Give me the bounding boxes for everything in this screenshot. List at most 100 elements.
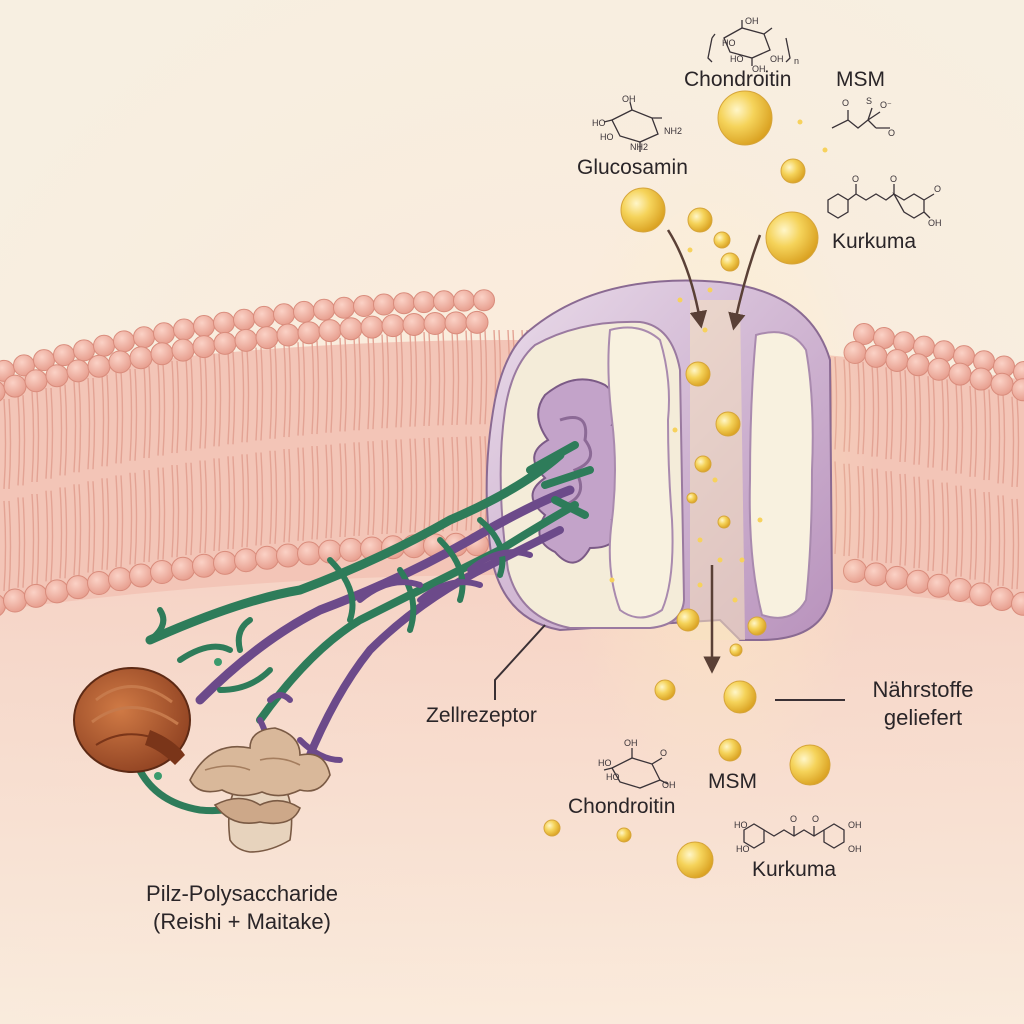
chem-ho: HO (722, 38, 736, 48)
nutrient-sparkle (822, 147, 828, 153)
lipid-head (927, 357, 951, 381)
label-naehrstoffe-geliefert: Nährstoffe geliefert (848, 676, 998, 732)
lipid-head (360, 315, 384, 339)
leader-lines (494, 624, 845, 701)
lipid-head (353, 295, 375, 318)
chem-o: O (842, 98, 849, 108)
lipid-head (45, 364, 69, 388)
lipid-head (293, 300, 315, 323)
lipid-head (1013, 361, 1024, 383)
chem-oh: OH (848, 844, 862, 854)
chem-nh2: NH2 (664, 126, 682, 136)
chem-oh: OH (848, 820, 862, 830)
label-msm-top: MSM (836, 68, 885, 91)
chem-s: S (866, 96, 872, 106)
chem-oh: OH (624, 738, 638, 748)
lipid-head (3, 588, 27, 613)
lipid-head (45, 579, 69, 604)
label-chondroitin-top: Chondroitin (684, 68, 792, 91)
lipid-head (276, 323, 300, 347)
chem-n: n (794, 56, 799, 66)
chem-o: O (852, 174, 859, 184)
label-msm-bottom: MSM (708, 770, 757, 793)
lipid-head (423, 312, 447, 336)
nutrient-sparkle (797, 119, 803, 125)
lipid-head (927, 573, 951, 598)
nutrient-sparkle (687, 247, 693, 253)
arrow-down-icon (666, 229, 708, 329)
nutrient-particle-icon (543, 819, 561, 837)
label-pilz-line2: (Reishi + Maitake) (153, 909, 331, 934)
lipid-head (93, 334, 115, 357)
nutrient-particle-icon (718, 738, 742, 762)
lipid-head (381, 314, 405, 338)
lipid-head (1011, 591, 1024, 616)
lipid-head (413, 291, 435, 314)
lipid-head (885, 348, 909, 372)
lipid-head (906, 569, 930, 594)
nutrient-sparkle (672, 427, 678, 433)
chem-oh: OH (770, 54, 784, 64)
lipid-head (465, 310, 489, 334)
label-naehrstoffe-line1: Nährstoffe (872, 677, 974, 702)
nutrient-sparkle (702, 327, 708, 333)
chem-o: O (934, 184, 941, 194)
nutrient-sparkle (707, 287, 713, 293)
lipid-head (171, 338, 195, 362)
chondroitin-structure-top (707, 20, 791, 66)
nutrient-particle-icon (717, 90, 773, 146)
nutrient-particle-icon (676, 841, 714, 879)
lipid-head (255, 545, 279, 570)
chem-ho: HO (600, 132, 614, 142)
lipid-head (192, 335, 216, 359)
lipid-head (171, 556, 195, 581)
nutrient-sparkle (697, 582, 703, 588)
nutrient-particle-icon (717, 515, 731, 529)
lipid-head (150, 560, 174, 585)
polysaccharide-strands (126, 441, 594, 815)
maitake-mushroom-icon (189, 727, 331, 853)
lipid-head (948, 362, 972, 386)
chem-oh: OH (622, 94, 636, 104)
lipid-head (213, 550, 237, 575)
chem-oh: OH (752, 64, 766, 74)
lipid-head (313, 298, 335, 321)
lipid-head (24, 583, 48, 608)
nutrient-particles (543, 90, 831, 879)
chem-ho: HO (734, 820, 748, 830)
nutrient-particle-icon (747, 616, 767, 636)
lipid-head (453, 289, 475, 312)
chem-ho: HO (736, 844, 750, 854)
label-pilz-line1: Pilz-Polysaccharide (146, 881, 338, 906)
chem-o-minus: O⁻ (880, 100, 892, 110)
nutrient-particle-icon (685, 361, 711, 387)
lipid-head (297, 321, 321, 345)
chem-o: O (790, 814, 797, 824)
lipid-head (87, 571, 111, 596)
nutrient-sparkle (609, 577, 615, 583)
lipid-head (990, 586, 1014, 611)
lipid-head (192, 553, 216, 578)
label-naehrstoffe-line2: geliefert (883, 705, 963, 730)
chem-ho: HO (730, 54, 744, 64)
chem-ho: HO (592, 118, 606, 128)
chemical-structures (603, 20, 935, 849)
lipid-head (473, 289, 495, 312)
lipid-head (433, 290, 455, 313)
lipid-head (173, 318, 195, 341)
lipid-head (444, 311, 468, 335)
nutrient-particle-icon (789, 744, 831, 786)
lipid-head (133, 326, 155, 349)
lipid-head (150, 342, 174, 366)
lipid-head (108, 350, 132, 374)
label-chondroitin-bottom: Chondroitin (568, 795, 676, 818)
chem-oh: OH (928, 218, 942, 228)
lipid-head (193, 315, 215, 338)
lipid-head (234, 328, 258, 352)
lipid-head (24, 369, 48, 393)
chem-o: O (660, 748, 667, 758)
nutrient-particle-icon (729, 643, 743, 657)
lipid-head (276, 543, 300, 568)
lipid-head (948, 577, 972, 602)
